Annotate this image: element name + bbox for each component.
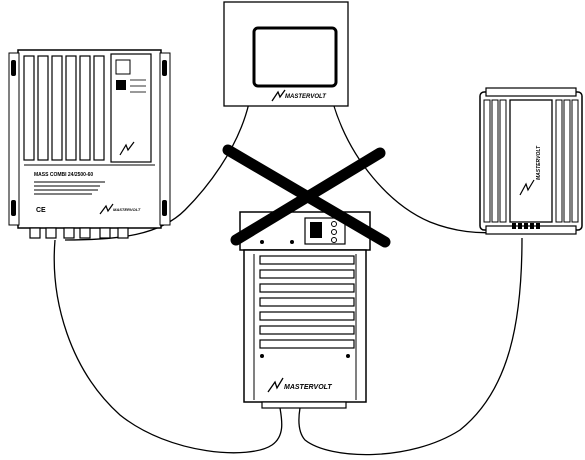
brand-logo-mark [271, 89, 286, 102]
inverter-status-window [115, 59, 131, 75]
cable-inverter-to-center [53, 239, 283, 454]
center-unit-display [310, 222, 322, 238]
brand-logo-mark [99, 203, 114, 215]
inverter-model-label: MASS COMBI 24/2500-60 [34, 172, 93, 178]
charger-brand-logo: MASTERVOLT [536, 145, 542, 180]
brand-logo-mark [519, 179, 535, 196]
charger-fins [483, 99, 579, 223]
charger-top-rail [485, 87, 577, 97]
remote-display-panel: MASTERVOLT [223, 1, 349, 107]
mount-slot [11, 200, 16, 216]
inverter-heatsink [23, 55, 105, 161]
center-system-unit: MASTERVOLT [239, 211, 371, 409]
inverter-brand-logo: MASTERVOLT [113, 207, 141, 212]
center-unit-vents [259, 255, 355, 349]
inverter-mount-right [159, 52, 171, 226]
ce-mark: CE [36, 207, 46, 214]
charger-front-panel [509, 99, 553, 223]
control-knob [331, 237, 337, 243]
crossed-out-marker [222, 144, 391, 248]
mount-slot [162, 200, 167, 216]
cable-charger-to-center [298, 237, 523, 456]
mount-slot [162, 60, 167, 76]
inverter-spec-text [34, 181, 105, 195]
center-brand-logo: MASTERVOLT [284, 384, 332, 391]
display-screen [252, 26, 338, 88]
cross-stroke-b [230, 147, 386, 246]
inverter-unit: MASS COMBI 24/2500-60 CE MASTERVOLT [8, 49, 171, 239]
display-brand-logo: MASTERVOLT [285, 94, 327, 100]
inverter-mount-left [8, 52, 20, 226]
battery-charger-unit: MASTERVOLT [479, 87, 583, 235]
mount-slot [11, 60, 16, 76]
brand-logo-mark [119, 141, 135, 156]
cable-display-to-charger [332, 102, 499, 234]
control-knob [331, 229, 337, 235]
center-unit-base [261, 401, 347, 409]
charger-terminals [512, 223, 540, 229]
cables [53, 102, 523, 456]
control-knob [331, 221, 337, 227]
brand-logo-mark [267, 377, 284, 393]
cable-display-to-inverter [64, 102, 250, 241]
inverter-switch [116, 80, 126, 90]
inverter-cable-glands [29, 227, 129, 239]
